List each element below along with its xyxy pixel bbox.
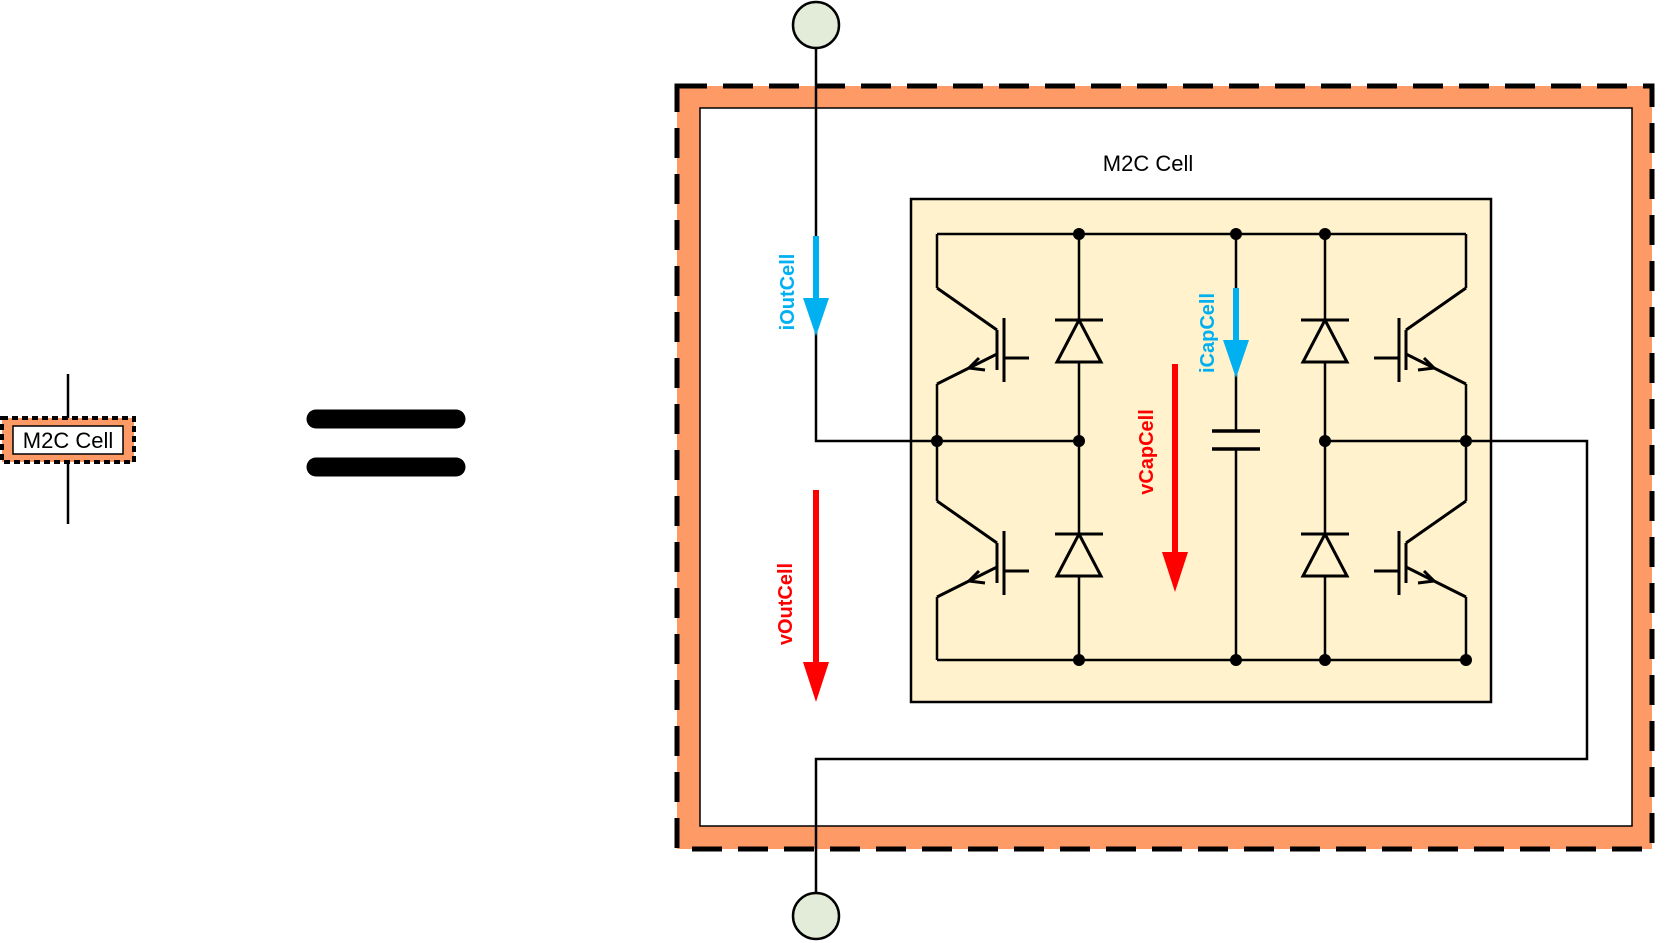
label-iOutCell: iOutCell: [777, 254, 799, 331]
junction-dot: [1230, 654, 1242, 666]
small-block-label: M2C Cell: [23, 428, 113, 453]
junction-dot: [1073, 654, 1085, 666]
capacitor-symbol: [1212, 429, 1260, 451]
icap-arrow: [1223, 288, 1249, 378]
junction-dot: [931, 435, 943, 447]
small-m2c-block: M2C Cell: [0, 374, 136, 524]
junction-dot: [1319, 228, 1331, 240]
vcap-arrow: [1162, 364, 1188, 592]
vout-arrow: [803, 490, 829, 702]
terminal-bottom: [791, 891, 841, 941]
outer-dashed-border: [674, 83, 1655, 852]
circuit-box: [909, 197, 1493, 704]
label-iCapCell: iCapCell: [1197, 293, 1219, 373]
junction-dot: [1460, 435, 1472, 447]
junction-dot: [1460, 654, 1472, 666]
terminal-top: [791, 0, 841, 50]
junction-dot: [1073, 228, 1085, 240]
small-block-dashed-border: [0, 416, 136, 464]
iout-arrow: [803, 236, 829, 336]
junction-dot: [1073, 435, 1085, 447]
cell-title: M2C Cell: [1103, 151, 1193, 176]
junction-dot: [1319, 435, 1331, 447]
wire-top-terminal: [814, 48, 937, 443]
equals-sign: [306, 409, 466, 477]
junction-dots: [931, 228, 1472, 666]
junction-dot: [1319, 654, 1331, 666]
outer-wiring: [814, 48, 1589, 893]
wire-bottom-terminal: [814, 439, 1589, 893]
junction-dot: [1230, 228, 1242, 240]
small-block-label-box: [12, 425, 124, 455]
label-vOutCell: vOutCell: [775, 563, 797, 645]
label-vCapCell: vCapCell: [1136, 409, 1158, 495]
